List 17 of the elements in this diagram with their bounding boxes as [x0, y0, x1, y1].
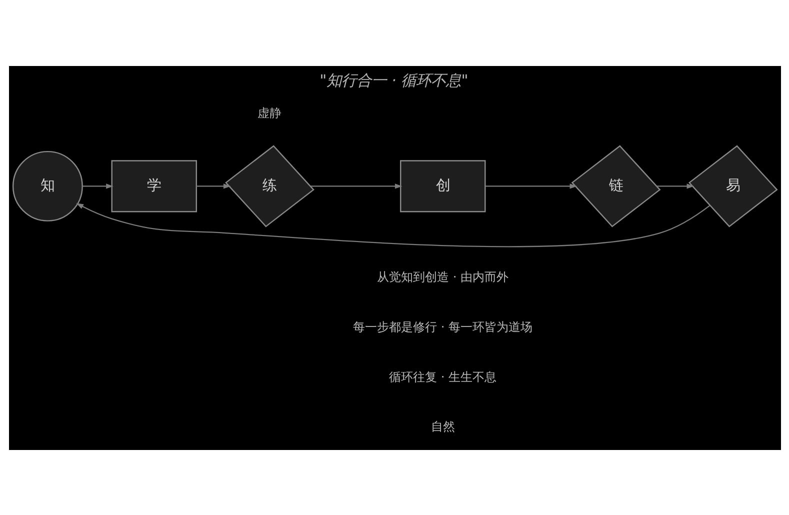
node-diamond: 易 — [688, 144, 778, 227]
label: 自然 — [430, 419, 454, 434]
arrow — [656, 183, 694, 188]
label: 每一步都是修行 · 每一环皆为道场 — [352, 319, 532, 334]
node-diamond: 链 — [570, 144, 660, 227]
arrow — [484, 183, 577, 188]
node-box: 创 — [400, 160, 486, 212]
arrow — [82, 183, 113, 188]
label: 循环往复 · 生生不息 — [388, 369, 496, 384]
node-box: 学 — [110, 160, 197, 212]
arrow — [76, 202, 710, 247]
label: 虚静 — [257, 106, 282, 120]
arrow — [310, 183, 402, 188]
diagram-title: "知行合一 · 循环不息" — [319, 70, 468, 89]
arrow — [196, 183, 230, 188]
node-diamond: 练 — [224, 144, 314, 227]
label: 从觉知到创造 · 由内而外 — [376, 270, 508, 284]
